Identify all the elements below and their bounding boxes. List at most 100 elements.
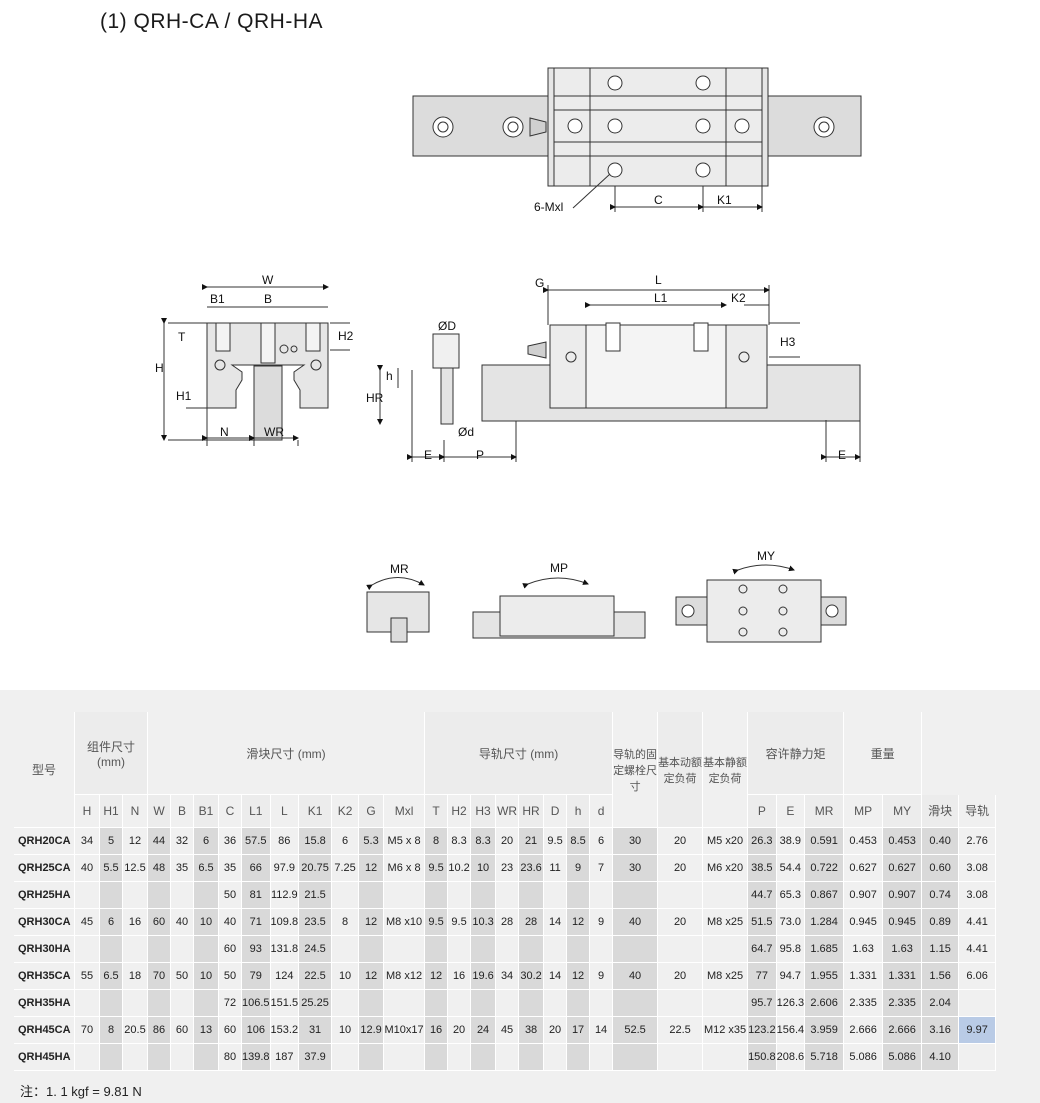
cell-w: 44 bbox=[147, 827, 171, 855]
cell-k1: 25.25 bbox=[298, 989, 333, 1017]
cell-e bbox=[657, 881, 704, 909]
cell-l: 124 bbox=[270, 962, 300, 990]
cell-bolt bbox=[702, 1043, 749, 1071]
cell-n: 12.5 bbox=[122, 854, 148, 882]
cell-h: 34 bbox=[74, 827, 100, 855]
cell-n: 16 bbox=[122, 908, 148, 936]
unit-b1: B1 bbox=[193, 794, 219, 828]
cell-mp: 0.627 bbox=[843, 854, 884, 882]
cell-d: 14 bbox=[543, 962, 568, 990]
cell-b1 bbox=[193, 935, 219, 963]
cell-l1: 139.8 bbox=[241, 1043, 271, 1071]
unit-p: P bbox=[747, 794, 777, 828]
cell-n: 20.5 bbox=[122, 1016, 148, 1044]
cell-wr: 20 bbox=[495, 827, 520, 855]
header-assembly: 组件尺寸 (mm) bbox=[74, 712, 148, 795]
cell-mxl: M6 x 8 bbox=[383, 854, 426, 882]
unit-hr: HR bbox=[518, 794, 545, 828]
cell-d bbox=[543, 935, 568, 963]
cell-b bbox=[170, 1043, 194, 1071]
cell-b bbox=[170, 935, 194, 963]
cell-p: 30 bbox=[612, 854, 659, 882]
cell-e: 20 bbox=[657, 908, 704, 936]
cell-d bbox=[543, 881, 568, 909]
cell-n bbox=[122, 989, 148, 1017]
cell-c_kn: 44.7 bbox=[747, 881, 777, 909]
header-moment: 容许静力矩 bbox=[747, 712, 845, 795]
cell-b1: 10 bbox=[193, 962, 219, 990]
cell-c0_kn: 126.3 bbox=[776, 989, 806, 1017]
label-od-small: Ød bbox=[458, 425, 474, 439]
model-cell: QRH35HA bbox=[14, 989, 75, 1017]
cell-mp: 0.907 bbox=[843, 881, 884, 909]
cell-h2: 10.2 bbox=[447, 854, 472, 882]
cell-t bbox=[424, 935, 449, 963]
cell-h2 bbox=[447, 989, 472, 1017]
cell-h: 9 bbox=[566, 854, 591, 882]
cell-d: 6 bbox=[589, 827, 614, 855]
cell-c_kn: 64.7 bbox=[747, 935, 777, 963]
cell-wr bbox=[495, 881, 520, 909]
cell-e bbox=[657, 989, 704, 1017]
cell-e: 20 bbox=[657, 854, 704, 882]
cell-g: 12.9 bbox=[358, 1016, 385, 1044]
cell-w: 48 bbox=[147, 854, 171, 882]
cell-c0_kn: 95.8 bbox=[776, 935, 806, 963]
cell-d: 7 bbox=[589, 854, 614, 882]
unit-mp: MP bbox=[843, 794, 884, 828]
cell-k1: 23.5 bbox=[298, 908, 333, 936]
cell-wr: 45 bbox=[495, 1016, 520, 1044]
unit-h2: H2 bbox=[447, 794, 472, 828]
cell-k2 bbox=[331, 881, 360, 909]
unit-block-weight: 滑块 bbox=[921, 794, 960, 828]
cell-l1: 71 bbox=[241, 908, 271, 936]
cell-g: 12 bbox=[358, 962, 385, 990]
header-static: 基本静额定负荷 bbox=[702, 712, 749, 828]
cell-mr: 5.718 bbox=[804, 1043, 845, 1071]
cell-h2 bbox=[447, 881, 472, 909]
cell-h2: 9.5 bbox=[447, 908, 472, 936]
cell-h1 bbox=[99, 989, 123, 1017]
cell-p: 30 bbox=[612, 827, 659, 855]
unit-e: E bbox=[776, 794, 806, 828]
cell-b: 35 bbox=[170, 854, 194, 882]
cell-b1 bbox=[193, 1043, 219, 1071]
cell-g bbox=[358, 989, 385, 1017]
cell-kgm: 3.08 bbox=[958, 854, 997, 882]
cell-l1: 79 bbox=[241, 962, 271, 990]
model-cell: QRH45HA bbox=[14, 1043, 75, 1071]
cell-w bbox=[147, 935, 171, 963]
cell-h3 bbox=[470, 881, 497, 909]
label-my: MY bbox=[757, 549, 775, 563]
cell-c: 36 bbox=[218, 827, 242, 855]
cell-l: 131.8 bbox=[270, 935, 300, 963]
cell-kg: 0.40 bbox=[921, 827, 960, 855]
cell-k2: 8 bbox=[331, 908, 360, 936]
cell-k1: 22.5 bbox=[298, 962, 333, 990]
cell-k1: 31 bbox=[298, 1016, 333, 1044]
cell-c: 40 bbox=[218, 908, 242, 936]
cell-h bbox=[566, 881, 591, 909]
cell-bolt: M6 x20 bbox=[702, 854, 749, 882]
cell-d bbox=[589, 881, 614, 909]
cell-b: 40 bbox=[170, 908, 194, 936]
cell-h1: 5 bbox=[99, 827, 123, 855]
cell-mp: 5.086 bbox=[843, 1043, 884, 1071]
unit-b: B bbox=[170, 794, 194, 828]
model-cell: QRH30CA bbox=[14, 908, 75, 936]
cell-wr: 23 bbox=[495, 854, 520, 882]
cell-hr: 30.2 bbox=[518, 962, 545, 990]
cell-w bbox=[147, 881, 171, 909]
cell-kg: 1.56 bbox=[921, 962, 960, 990]
cell-my: 2.666 bbox=[882, 1016, 923, 1044]
cell-b1: 6.5 bbox=[193, 854, 219, 882]
cell-d: 14 bbox=[589, 1016, 614, 1044]
cell-g: 5.3 bbox=[358, 827, 385, 855]
cell-w: 60 bbox=[147, 908, 171, 936]
cell-c_kn: 95.7 bbox=[747, 989, 777, 1017]
cell-d bbox=[589, 1043, 614, 1071]
cell-mr: 0.591 bbox=[804, 827, 845, 855]
